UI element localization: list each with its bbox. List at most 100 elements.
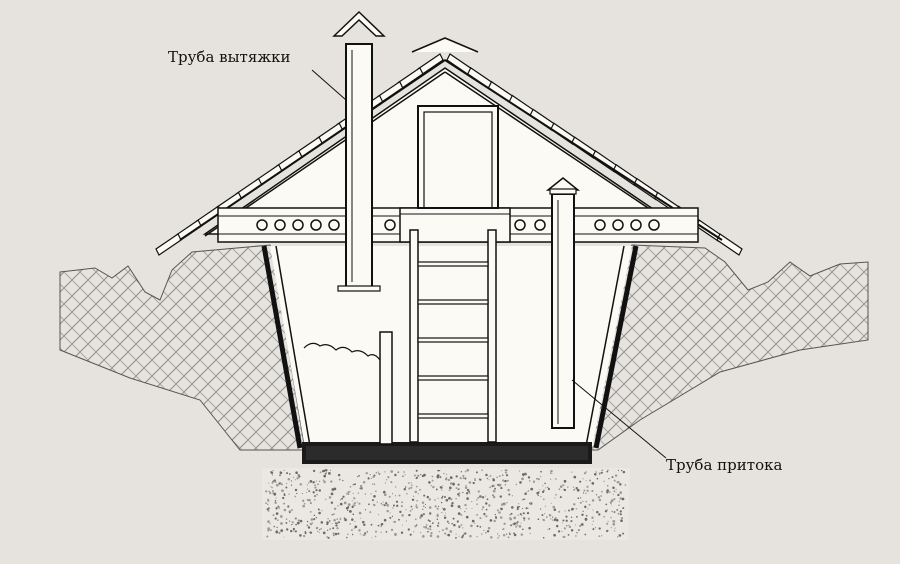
gravel-speck bbox=[410, 482, 412, 484]
gravel-speck bbox=[356, 501, 358, 503]
gravel-speck bbox=[400, 531, 404, 534]
gravel-speck bbox=[441, 507, 444, 509]
gravel-speck bbox=[466, 468, 470, 472]
gravel-speck bbox=[509, 533, 511, 536]
gravel-speck bbox=[449, 485, 451, 487]
gravel-speck bbox=[294, 479, 297, 481]
gravel-speck bbox=[551, 472, 553, 474]
gravel-speck bbox=[481, 533, 483, 535]
gravel-speck bbox=[540, 470, 542, 473]
gravel-speck bbox=[373, 494, 376, 498]
gravel-speck bbox=[589, 479, 591, 482]
gravel-speck bbox=[445, 473, 448, 476]
gravel-speck bbox=[380, 503, 382, 505]
gravel-speck bbox=[471, 519, 475, 523]
gravel-speck bbox=[270, 486, 272, 488]
gravel-speck bbox=[318, 511, 321, 515]
gravel-speck bbox=[278, 531, 281, 535]
gravel-speck bbox=[324, 468, 328, 472]
gravel-speck bbox=[576, 488, 580, 492]
gravel-bed bbox=[262, 468, 630, 540]
gravel-speck bbox=[445, 498, 449, 502]
gravel-speck bbox=[271, 481, 274, 484]
gravel-speck bbox=[347, 493, 350, 496]
hatch-door bbox=[417, 105, 499, 209]
gravel-speck bbox=[380, 522, 384, 526]
gravel-speck bbox=[598, 513, 601, 516]
pit-wall-left-inner bbox=[275, 245, 311, 447]
gravel-speck bbox=[520, 522, 522, 524]
gravel-speck bbox=[273, 492, 277, 496]
gravel-speck bbox=[595, 494, 598, 496]
gravel-speck bbox=[549, 472, 552, 475]
gravel-speck bbox=[424, 526, 428, 529]
gravel-speck bbox=[506, 501, 508, 504]
gravel-speck bbox=[374, 535, 377, 538]
gravel-speck bbox=[490, 536, 493, 539]
gravel-speck bbox=[447, 478, 451, 482]
gravel-speck bbox=[572, 486, 575, 488]
gravel-speck bbox=[515, 525, 518, 528]
gravel-speck bbox=[390, 528, 394, 532]
gravel-speck bbox=[539, 475, 542, 478]
gravel-speck bbox=[329, 528, 332, 531]
gravel-speck bbox=[591, 523, 593, 526]
gravel-speck bbox=[414, 525, 417, 528]
gravel-speck bbox=[464, 486, 468, 490]
gravel-speck bbox=[513, 532, 515, 535]
gravel-speck bbox=[500, 487, 503, 490]
gravel-speck bbox=[342, 479, 344, 482]
gravel-speck bbox=[274, 499, 277, 502]
gravel-speck bbox=[327, 518, 329, 520]
gravel-speck bbox=[526, 491, 528, 493]
gravel-speck bbox=[472, 481, 475, 485]
gravel-speck bbox=[564, 510, 566, 512]
beam-hole bbox=[648, 219, 660, 231]
gravel-speck bbox=[371, 537, 373, 539]
gravel-speck bbox=[417, 493, 419, 495]
gravel-speck bbox=[547, 487, 551, 491]
gravel-speck bbox=[383, 504, 386, 507]
gravel-speck bbox=[277, 506, 280, 508]
gravel-speck bbox=[280, 522, 283, 525]
gravel-speck bbox=[561, 530, 563, 533]
gravel-speck bbox=[331, 522, 333, 525]
gravel-speck bbox=[601, 490, 603, 493]
gravel-speck bbox=[521, 473, 525, 476]
gravel-speck bbox=[275, 530, 279, 534]
storage-shelf bbox=[303, 331, 393, 445]
gravel-speck bbox=[609, 501, 613, 504]
gravel-speck bbox=[399, 510, 402, 514]
gravel-speck bbox=[527, 490, 530, 492]
gravel-speck bbox=[515, 483, 518, 486]
gravel-speck bbox=[339, 518, 342, 521]
gravel-speck bbox=[349, 490, 351, 493]
gravel-speck bbox=[439, 476, 442, 479]
gravel-speck bbox=[551, 519, 554, 521]
gravel-speck bbox=[489, 486, 491, 489]
gravel-speck bbox=[536, 491, 540, 495]
pit-wall-left bbox=[261, 245, 303, 449]
gravel-speck bbox=[388, 495, 391, 498]
gravel-speck bbox=[336, 522, 339, 524]
gravel-speck bbox=[444, 532, 447, 535]
gravel-speck bbox=[425, 503, 427, 505]
gravel-speck bbox=[620, 519, 623, 523]
gravel-speck bbox=[476, 535, 478, 538]
gravel-speck bbox=[309, 531, 311, 533]
gravel-speck bbox=[619, 491, 623, 494]
gravel-speck bbox=[327, 536, 330, 539]
produce-outline bbox=[303, 342, 381, 361]
gravel-speck bbox=[499, 516, 502, 518]
gravel-speck bbox=[462, 477, 465, 479]
gravel-speck bbox=[476, 499, 478, 501]
gravel-speck bbox=[619, 510, 622, 513]
gravel-speck bbox=[479, 517, 482, 520]
gravel-speck bbox=[464, 477, 467, 480]
gravel-speck bbox=[390, 481, 393, 484]
gravel-speck bbox=[330, 480, 333, 483]
gravel-speck bbox=[459, 507, 462, 510]
gravel-speck bbox=[465, 492, 469, 495]
gravel-speck bbox=[312, 481, 315, 484]
gravel-speck bbox=[410, 505, 413, 508]
